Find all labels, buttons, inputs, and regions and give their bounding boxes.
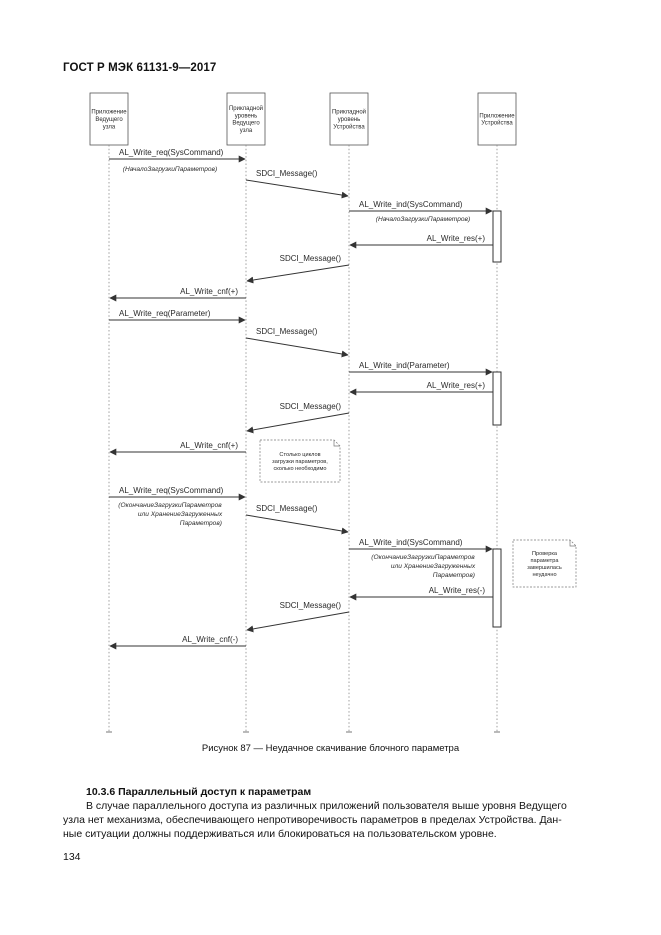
note-fold [333,440,340,447]
parameter-annotation: (ОкончаниеЗагрузкиПараметров или Хранение… [118,502,223,527]
message-9: AL_Write_ind(Parameter) [349,361,493,376]
message-label: AL_Write_ind(SysCommand) [359,538,463,547]
message-arrow [246,412,350,434]
annotation-line: или ХранениеЗагруженных [391,563,476,570]
message-arrow [246,264,350,284]
note-outline [512,539,577,588]
message-label: AL_Write_cnf(-) [182,635,238,644]
lifeline-label: Приложение [91,110,127,116]
message-label: AL_Write_res(+) [427,381,486,390]
paragraph-line: узла нет механизма, обеспечивающего непр… [63,814,562,826]
lifeline-head-box [89,92,129,146]
note-text: сколько необходимо [273,466,326,472]
note-text: завершилась [527,565,562,571]
note-text: Проверка [532,551,558,557]
lifeline-label: Приложение [479,113,515,119]
lifeline-label: Прикладной [332,109,366,116]
parameter-annotation: (НачалоЗагрузкиПараметров) [123,166,217,173]
activation-bar [492,548,502,628]
message-15: AL_Write_ind(SysCommand) [349,538,493,553]
message-label: AL_Write_req(Parameter) [119,309,211,318]
lifeline-label: узла [240,128,253,134]
lifeline-label: Ведущего [95,117,123,123]
annotation-line: Параметров) [433,572,475,579]
lifeline-label: уровень [235,113,258,119]
message-2: SDCI_Message() [245,169,349,199]
lifeline-label: узла [103,124,116,130]
note-text: параметра [531,558,560,564]
paragraph-line: ные ситуации должны поддерживаться или б… [63,828,497,840]
message-label: SDCI_Message() [280,254,342,263]
message-16: AL_Write_res(-) [349,586,493,601]
activation-bar [492,371,502,426]
section-paragraph: В случае параллельного доступа из различ… [63,799,603,841]
note-outline [259,439,341,483]
message-arrow [245,514,349,535]
annotation-line: Параметров) [180,520,222,527]
message-label: SDCI_Message() [280,601,342,610]
lifeline-head-box [477,92,517,146]
message-13: AL_Write_req(SysCommand) [109,486,246,501]
lifeline-label: уровень [338,117,361,123]
message-label: SDCI_Message() [256,327,318,336]
message-label: AL_Write_ind(Parameter) [359,361,450,370]
activation-bar [492,210,502,263]
annotation-line: (ОкончаниеЗагрузкиПараметров [118,502,222,509]
note-fold [569,540,576,547]
message-1: AL_Write_req(SysCommand) [109,148,246,163]
message-10: AL_Write_res(+) [349,381,493,396]
message-18: AL_Write_cnf(-) [109,635,246,650]
section-title: 10.3.6 Параллельный доступ к параметрам [86,786,312,798]
message-8: SDCI_Message() [245,327,349,358]
paragraph-line: В случае параллельного доступа из различ… [86,800,567,812]
annotation-line: (НачалоЗагрузкиПараметров) [376,216,470,223]
message-label: AL_Write_req(SysCommand) [119,148,224,157]
lifeline-label: Устройства [333,123,365,130]
sequence-diagram: ПриложениеВедущегоузлаПрикладнойуровеньВ… [89,92,577,733]
annotation-line: (НачалоЗагрузкиПараметров) [123,166,217,173]
parameter-annotation: (НачалоЗагрузкиПараметров) [376,216,470,223]
lifeline-label: Устройства [481,120,513,127]
message-label: AL_Write_res(+) [427,234,486,243]
message-3: AL_Write_ind(SysCommand) [349,200,493,215]
annotation-line: (ОкончаниеЗагрузкиПараметров [371,554,475,561]
message-6: AL_Write_cnf(+) [109,287,246,302]
parameter-annotation: (ОкончаниеЗагрузкиПараметров или Хранение… [371,554,476,579]
note-text: загрузки параметров, [272,459,328,465]
message-arrow [245,337,349,358]
figure-caption: Рисунок 87 — Неудачное скачивание блочно… [201,743,460,754]
message-4: AL_Write_res(+) [349,234,493,249]
message-label: SDCI_Message() [280,402,342,411]
note-text: неудачно [532,572,556,578]
message-label: AL_Write_req(SysCommand) [119,486,224,495]
message-label: AL_Write_ind(SysCommand) [359,200,463,209]
message-5: SDCI_Message() [246,254,350,284]
message-arrow [246,611,350,633]
annotation-line: или ХранениеЗагруженных [138,511,223,518]
message-label: AL_Write_cnf(+) [180,287,238,296]
page-number: 134 [63,851,81,863]
message-12: AL_Write_cnf(+) [109,441,246,456]
lifeline-head-box [226,92,266,146]
lifeline-label: Ведущего [232,121,260,127]
document-header: ГОСТ Р МЭК 61131-9—2017 [63,62,217,74]
lifeline-head-box [329,92,369,146]
message-11: SDCI_Message() [246,402,350,434]
message-17: SDCI_Message() [246,601,350,633]
message-arrow [245,179,349,199]
message-label: AL_Write_res(-) [429,586,486,595]
message-label: SDCI_Message() [256,504,318,513]
message-14: SDCI_Message() [245,504,349,535]
lifeline-label: Прикладной [229,105,263,112]
note-text: Столько циклов [279,452,320,458]
message-label: AL_Write_cnf(+) [180,441,238,450]
message-7: AL_Write_req(Parameter) [109,309,246,324]
message-label: SDCI_Message() [256,169,318,178]
